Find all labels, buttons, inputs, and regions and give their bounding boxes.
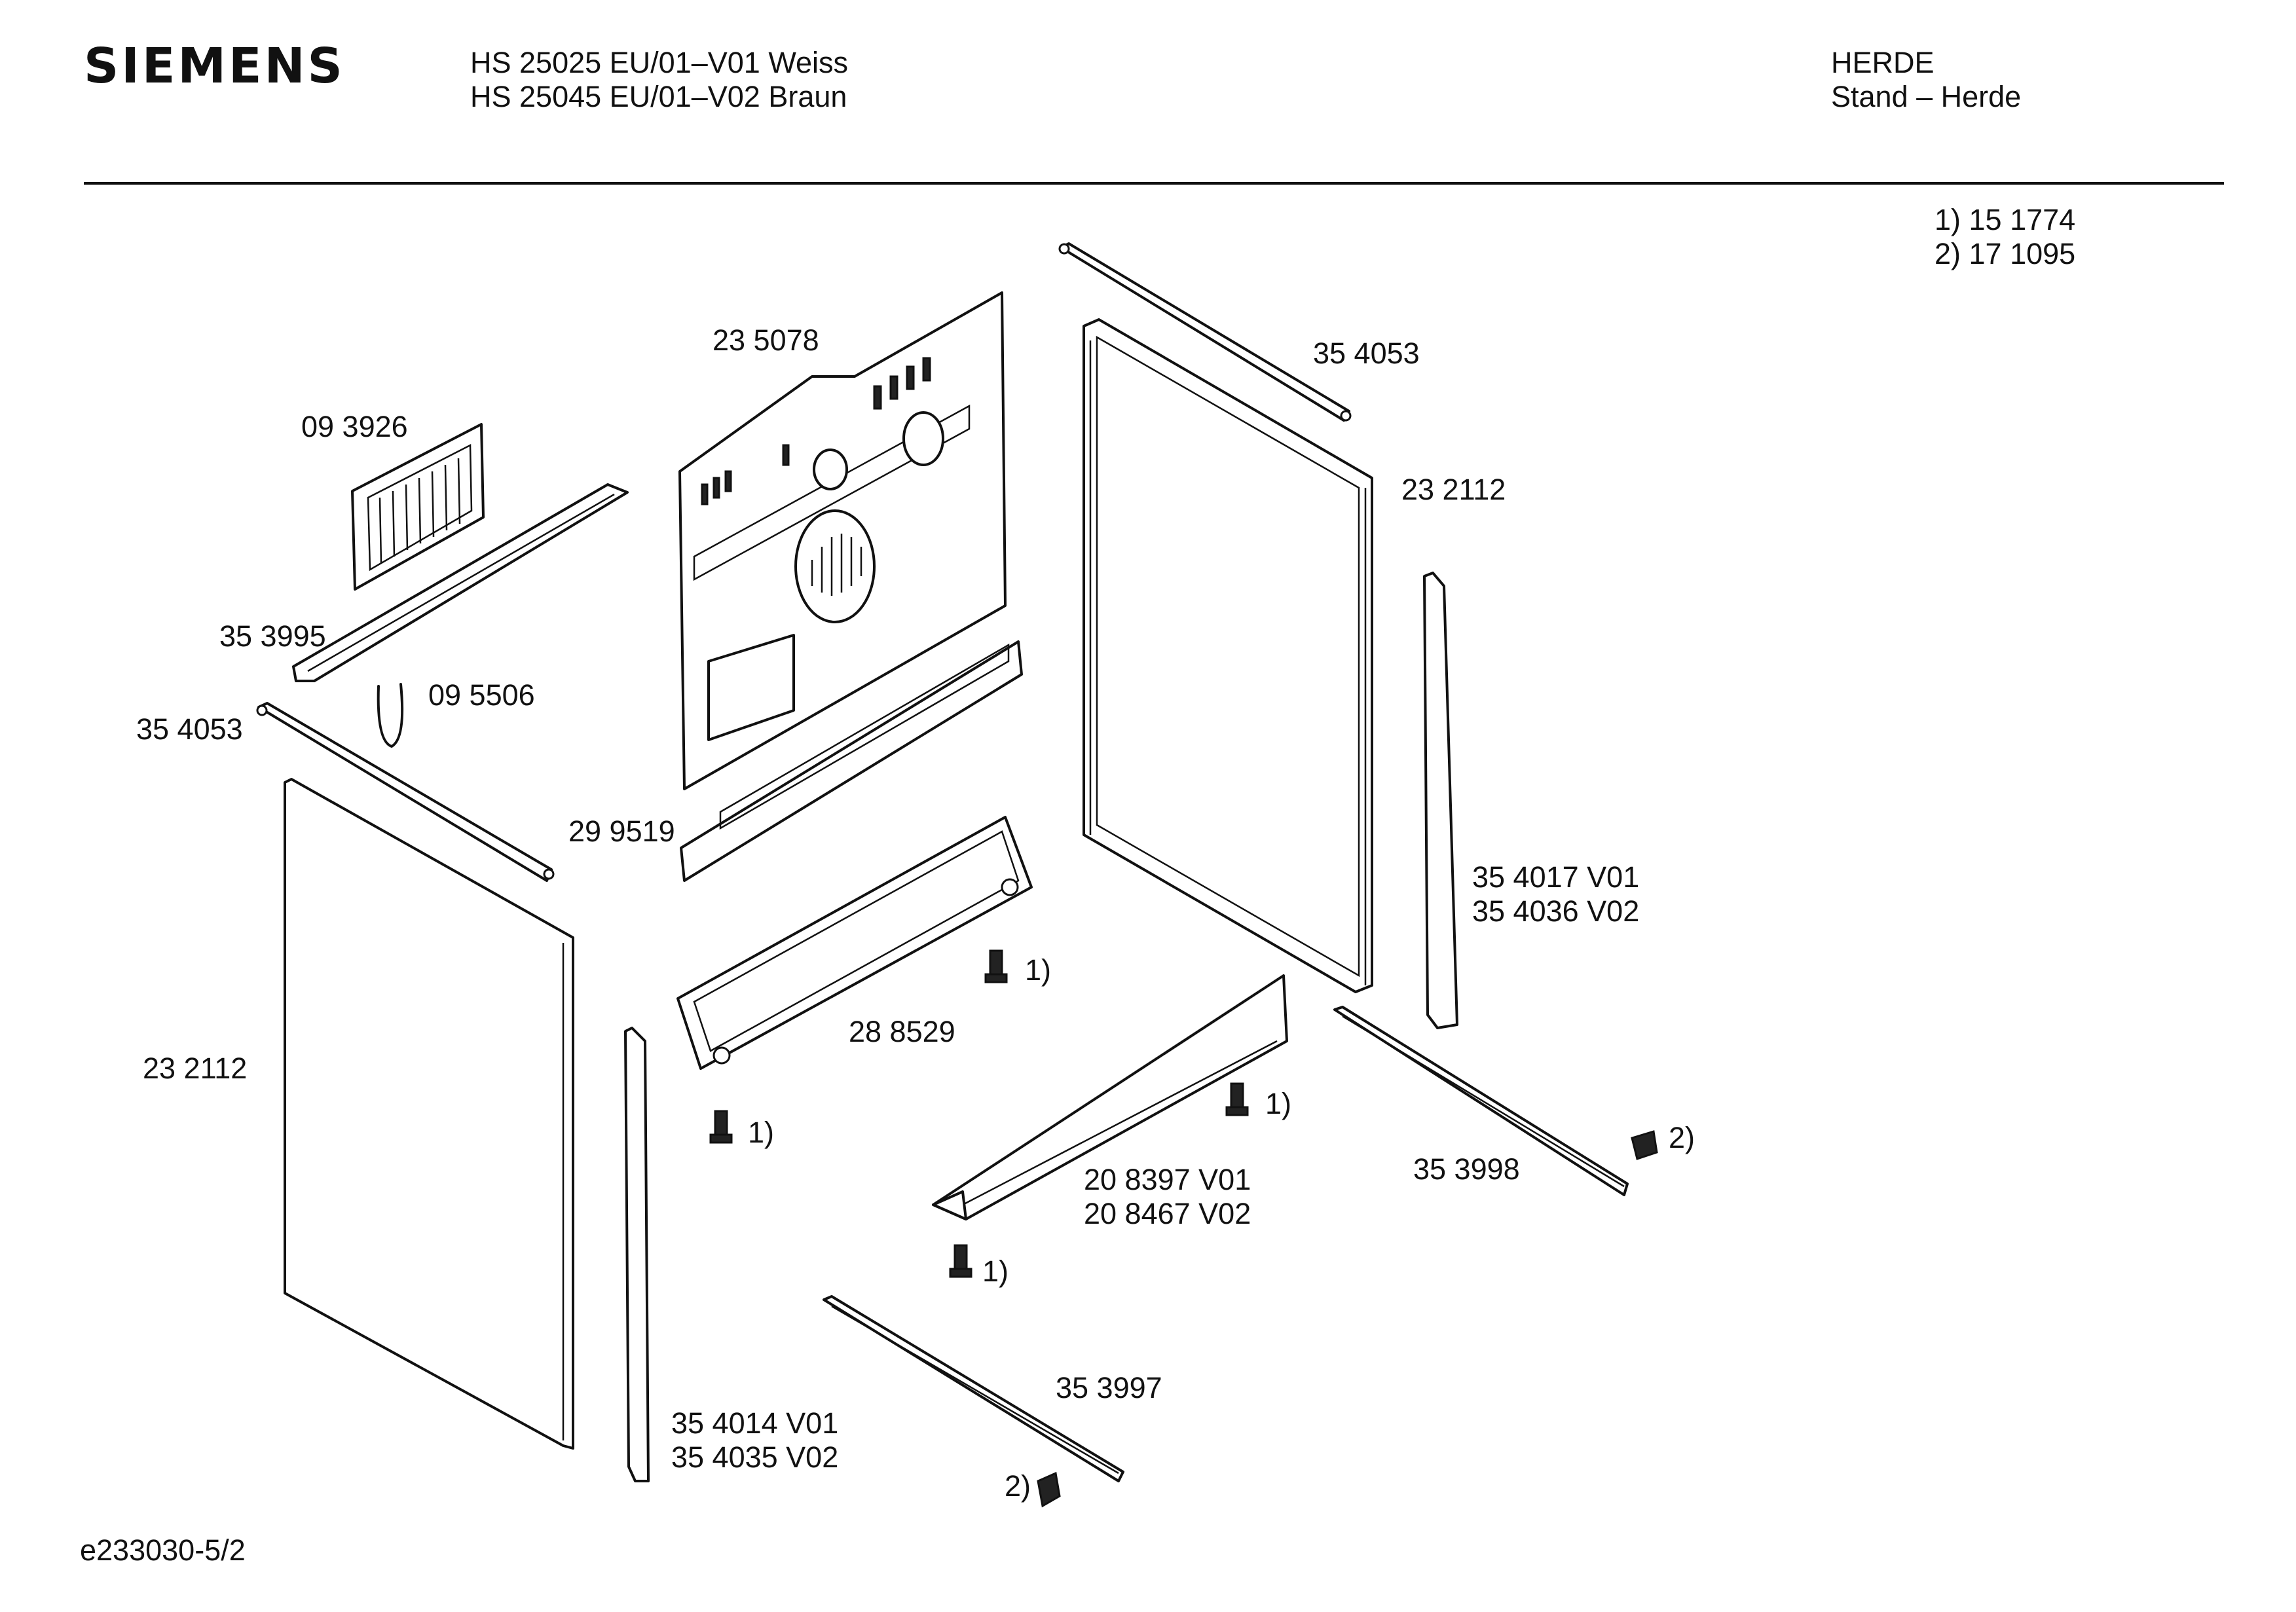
- label-screw-d: 1): [982, 1255, 1009, 1288]
- part-kickboard: [932, 974, 1288, 1220]
- label-232112-left: 23 2112: [143, 1052, 248, 1085]
- part-rail-353995: [292, 483, 629, 682]
- label-095506: 09 5506: [428, 678, 535, 712]
- label-clip-b: 2): [1005, 1469, 1031, 1503]
- label-093926: 09 3926: [301, 410, 408, 443]
- label-208467: 20 8467 V02: [1084, 1197, 1251, 1230]
- drawing-id: e233030-5/2: [80, 1533, 246, 1567]
- label-screw-a: 1): [1025, 953, 1052, 987]
- label-299519: 29 9519: [568, 815, 675, 848]
- label-353998: 35 3998: [1413, 1152, 1520, 1186]
- label-screw-c: 1): [1265, 1087, 1292, 1120]
- part-fan-grille: [351, 423, 485, 591]
- part-wire-clip: [377, 683, 404, 748]
- part-side-panel-left: [284, 778, 574, 1450]
- screw-icon-c: [1225, 1082, 1249, 1116]
- label-235078: 23 5078: [713, 323, 819, 357]
- part-cross-bracket: [680, 640, 1023, 882]
- part-left-strip: [624, 1027, 650, 1482]
- label-354036: 35 4036 V02: [1472, 894, 1640, 928]
- part-side-panel-right: [1083, 318, 1373, 993]
- label-clip-a: 2): [1669, 1121, 1695, 1154]
- label-353995: 35 3995: [219, 619, 326, 653]
- header-divider: [84, 182, 2224, 185]
- part-top-bracket: [1058, 242, 1352, 422]
- label-354035: 35 4035 V02: [671, 1440, 839, 1474]
- part-left-bracket: [256, 702, 555, 882]
- label-208397: 20 8397 V01: [1084, 1163, 1251, 1196]
- screw-icon-b: [709, 1110, 733, 1144]
- screw-icon-a: [984, 949, 1008, 983]
- label-353997: 35 3997: [1056, 1371, 1162, 1404]
- part-right-strip: [1423, 572, 1458, 1029]
- label-288529: 28 8529: [849, 1015, 955, 1048]
- brand-logo: SIEMENS: [84, 38, 345, 94]
- category-title: HERDE: [1831, 46, 1935, 79]
- note-1: 1) 15 1774: [1935, 203, 2076, 236]
- part-rail-353998: [1333, 1006, 1629, 1196]
- label-354014: 35 4014 V01: [671, 1406, 839, 1440]
- label-screw-b: 1): [748, 1116, 775, 1149]
- label-232112-right: 23 2112: [1401, 473, 1506, 506]
- label-354053-left: 35 4053: [136, 712, 243, 746]
- model-line-1: HS 25025 EU/01–V01 Weiss: [470, 46, 849, 79]
- category-subtitle: Stand – Herde: [1831, 80, 2022, 113]
- part-rail-353997: [823, 1295, 1124, 1482]
- clip-icon-a: [1631, 1130, 1658, 1160]
- part-base-tray: [676, 816, 1033, 1070]
- label-354053-top: 35 4053: [1313, 337, 1420, 370]
- note-2: 2) 17 1095: [1935, 237, 2076, 270]
- screw-icon-d: [949, 1244, 972, 1278]
- part-rear-panel: [678, 291, 1007, 790]
- clip-icon-b: [1037, 1471, 1061, 1508]
- model-line-2: HS 25045 EU/01–V02 Braun: [470, 80, 847, 113]
- label-354017: 35 4017 V01: [1472, 860, 1640, 894]
